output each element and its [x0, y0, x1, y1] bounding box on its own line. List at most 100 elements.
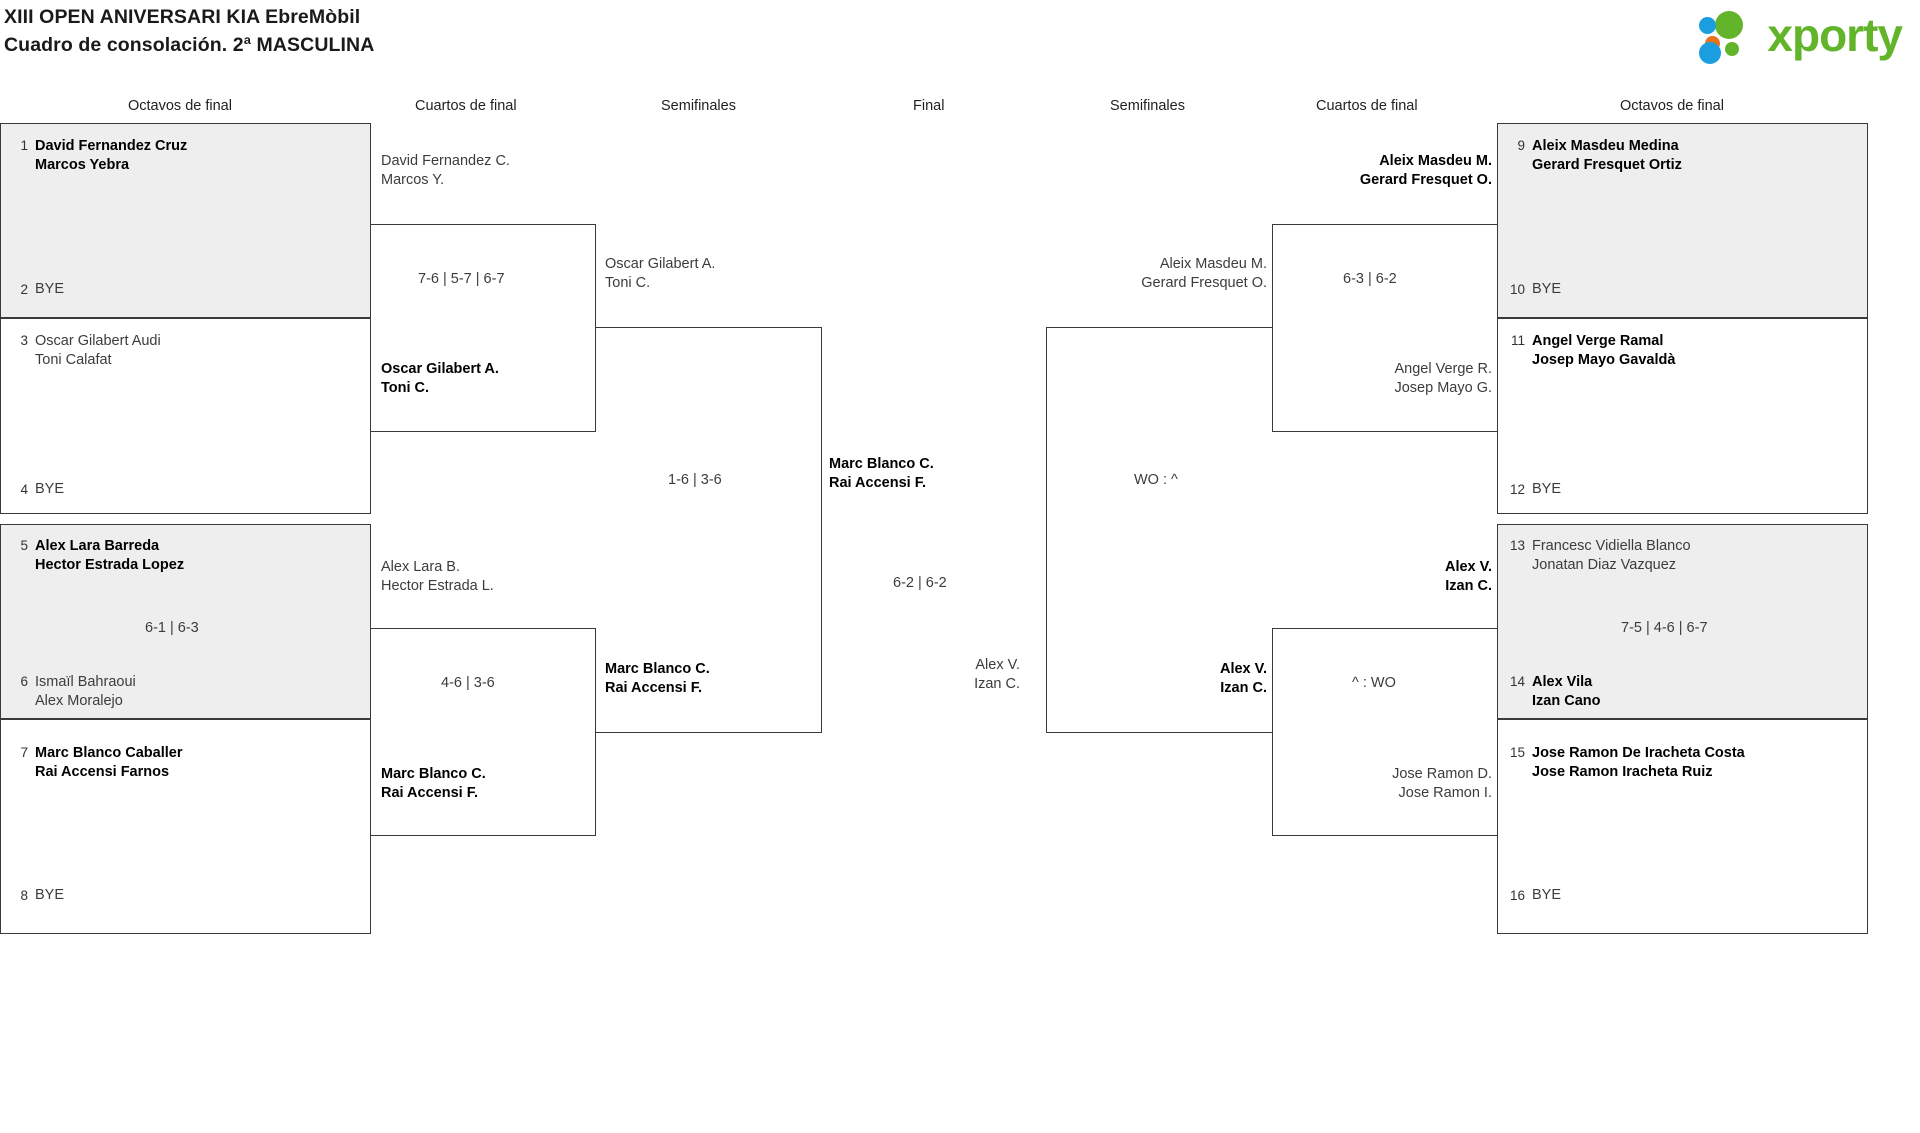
player-names: Jose Ramon De Iracheta Costa Jose Ramon …	[1532, 744, 1745, 783]
match-score-5-6: 6-1 | 6-3	[145, 620, 199, 636]
player-line-1: David Fernandez Cruz	[35, 138, 188, 154]
player-line-1: Angel Verge Ramal	[1532, 333, 1664, 349]
player-names: Marc Blanco Caballer Rai Accensi Farnos	[35, 744, 182, 783]
qf-right-1-top: Aleix Masdeu M. Gerard Fresquet O.	[1277, 152, 1492, 191]
player-slot-14[interactable]: 14 Alex Vila Izan Cano	[1503, 673, 1601, 712]
player-names: Alex Lara Barreda Hector Estrada Lopez	[35, 537, 184, 576]
connector-l-sf	[596, 327, 822, 733]
player-line-1: Alex Lara Barreda	[35, 538, 160, 554]
player-slot-9[interactable]: 9 Aleix Masdeu Medina Gerard Fresquet Or…	[1503, 137, 1682, 176]
player-line-2: Josep Mayo Gavaldà	[1532, 352, 1676, 369]
player-line-2: Hector Estrada Lopez	[35, 557, 185, 574]
player-line-1: Marc Blanco C.	[381, 766, 486, 782]
player-line-2: Rai Accensi F.	[829, 475, 926, 492]
match-box-l1[interactable]	[0, 123, 371, 318]
player-line-1: Aleix Masdeu Medina	[1532, 138, 1679, 154]
final-bottom: Alex V. Izan C.	[860, 656, 1020, 695]
seed-number: 1	[20, 138, 28, 153]
match-box-l3[interactable]	[0, 524, 371, 719]
bye-label: BYE	[1532, 281, 1562, 297]
player-line-1: Alex V.	[975, 657, 1020, 673]
logo-dot-blue-small	[1699, 17, 1717, 34]
player-slot-5[interactable]: 5 Alex Lara Barreda Hector Estrada Lopez	[6, 537, 184, 576]
player-slot-2[interactable]: 2 BYE	[6, 281, 64, 299]
qf-right-2-score: ^ : WO	[1352, 675, 1396, 691]
player-line-1: Alex Lara B.	[381, 559, 460, 575]
match-score-13-14: 7-5 | 4-6 | 6-7	[1621, 620, 1708, 636]
round-header-right-sf: Semifinales	[1110, 98, 1185, 114]
round-header-right-r16: Octavos de final	[1620, 98, 1724, 114]
player-line-2: Izan C.	[1445, 578, 1492, 595]
round-header-right-qf: Cuartos de final	[1316, 98, 1418, 114]
xporty-logo: xporty	[1699, 6, 1903, 64]
player-slot-7[interactable]: 7 Marc Blanco Caballer Rai Accensi Farno…	[6, 744, 182, 783]
player-line-2: Marcos Y.	[381, 172, 445, 189]
player-slot-6[interactable]: 6 Ismaïl Bahraoui Alex Moralejo	[6, 673, 136, 712]
player-line-1: Francesc Vidiella Blanco	[1532, 538, 1691, 554]
player-names: Ismaïl Bahraoui Alex Moralejo	[35, 673, 136, 712]
player-slot-16[interactable]: 16 BYE	[1503, 887, 1561, 905]
player-line-1: Marc Blanco Caballer	[35, 745, 183, 761]
logo-dot-green-small	[1725, 42, 1740, 56]
player-line-2: Rai Accensi F.	[605, 680, 702, 697]
seed-number: 2	[20, 282, 28, 297]
logo-wordmark: xporty	[1767, 9, 1903, 61]
qf-left-2-top: Alex Lara B. Hector Estrada L.	[381, 558, 494, 597]
qf-right-1-score: 6-3 | 6-2	[1343, 271, 1397, 287]
player-line-1: Oscar Gilabert Audi	[35, 333, 161, 349]
player-slot-4[interactable]: 4 BYE	[6, 481, 64, 499]
player-line-2: Gerard Fresquet O.	[1359, 172, 1492, 189]
sf-left-bottom: Marc Blanco C. Rai Accensi F.	[605, 660, 710, 699]
player-line-2: Josep Mayo G.	[1394, 380, 1492, 397]
player-line-2: Toni Calafat	[35, 352, 112, 369]
seed-number: 11	[1510, 333, 1525, 348]
player-line-2: Rai Accensi F.	[381, 785, 478, 802]
player-line-1: Marc Blanco C.	[605, 661, 710, 677]
seed-number: 5	[20, 538, 28, 553]
player-line-1: Alex Vila	[1532, 674, 1593, 690]
player-slot-8[interactable]: 8 BYE	[6, 887, 64, 905]
player-line-2: Izan Cano	[1532, 693, 1601, 710]
sf-right-top: Aleix Masdeu M. Gerard Fresquet O.	[1052, 255, 1267, 294]
sf-right-score: WO : ^	[1134, 472, 1178, 488]
player-slot-3[interactable]: 3 Oscar Gilabert Audi Toni Calafat	[6, 332, 161, 371]
connector-r-qf-2	[1272, 628, 1497, 836]
player-line-2: Rai Accensi Farnos	[35, 764, 170, 781]
round-header-left-qf: Cuartos de final	[415, 98, 517, 114]
match-box-r3[interactable]	[1497, 524, 1868, 719]
player-names: Oscar Gilabert Audi Toni Calafat	[35, 332, 161, 371]
player-slot-13[interactable]: 13 Francesc Vidiella Blanco Jonatan Diaz…	[1503, 537, 1691, 576]
player-slot-12[interactable]: 12 BYE	[1503, 481, 1561, 499]
match-box-r2[interactable]	[1497, 318, 1868, 514]
qf-left-1-score: 7-6 | 5-7 | 6-7	[418, 271, 505, 287]
player-line-2: Toni C.	[381, 380, 430, 397]
connector-r-sf	[1046, 327, 1272, 733]
player-slot-10[interactable]: 10 BYE	[1503, 281, 1561, 299]
seed-number: 4	[20, 482, 28, 497]
bye-label: BYE	[1532, 887, 1562, 903]
match-box-l4[interactable]	[0, 719, 371, 934]
player-names: Aleix Masdeu Medina Gerard Fresquet Orti…	[1532, 137, 1682, 176]
player-line-1: Aleix Masdeu M.	[1379, 153, 1492, 169]
player-slot-11[interactable]: 11 Angel Verge Ramal Josep Mayo Gavaldà	[1503, 332, 1675, 371]
qf-left-2-score: 4-6 | 3-6	[441, 675, 495, 691]
player-line-2: Hector Estrada L.	[381, 578, 494, 595]
match-box-r4[interactable]	[1497, 719, 1868, 934]
bye-label: BYE	[35, 481, 65, 497]
round-header-left-r16: Octavos de final	[128, 98, 232, 114]
match-box-l2[interactable]	[0, 318, 371, 514]
player-line-1: Angel Verge R.	[1394, 361, 1492, 377]
player-slot-15[interactable]: 15 Jose Ramon De Iracheta Costa Jose Ram…	[1503, 744, 1745, 783]
round-header-left-sf: Semifinales	[661, 98, 736, 114]
final-score: 6-2 | 6-2	[893, 575, 947, 591]
player-line-1: Alex V.	[1219, 661, 1267, 677]
player-slot-1[interactable]: 1 David Fernandez Cruz Marcos Yebra	[6, 137, 187, 176]
qf-right-2-top: Alex V. Izan C.	[1277, 558, 1492, 597]
player-line-1: Oscar Gilabert A.	[381, 361, 499, 377]
player-line-2: Izan C.	[1220, 680, 1267, 697]
player-line-1: Ismaïl Bahraoui	[35, 674, 136, 690]
sf-left-top: Oscar Gilabert A. Toni C.	[605, 255, 715, 294]
seed-number: 14	[1509, 674, 1525, 689]
seed-number: 9	[1517, 138, 1525, 153]
match-box-r1[interactable]	[1497, 123, 1868, 318]
